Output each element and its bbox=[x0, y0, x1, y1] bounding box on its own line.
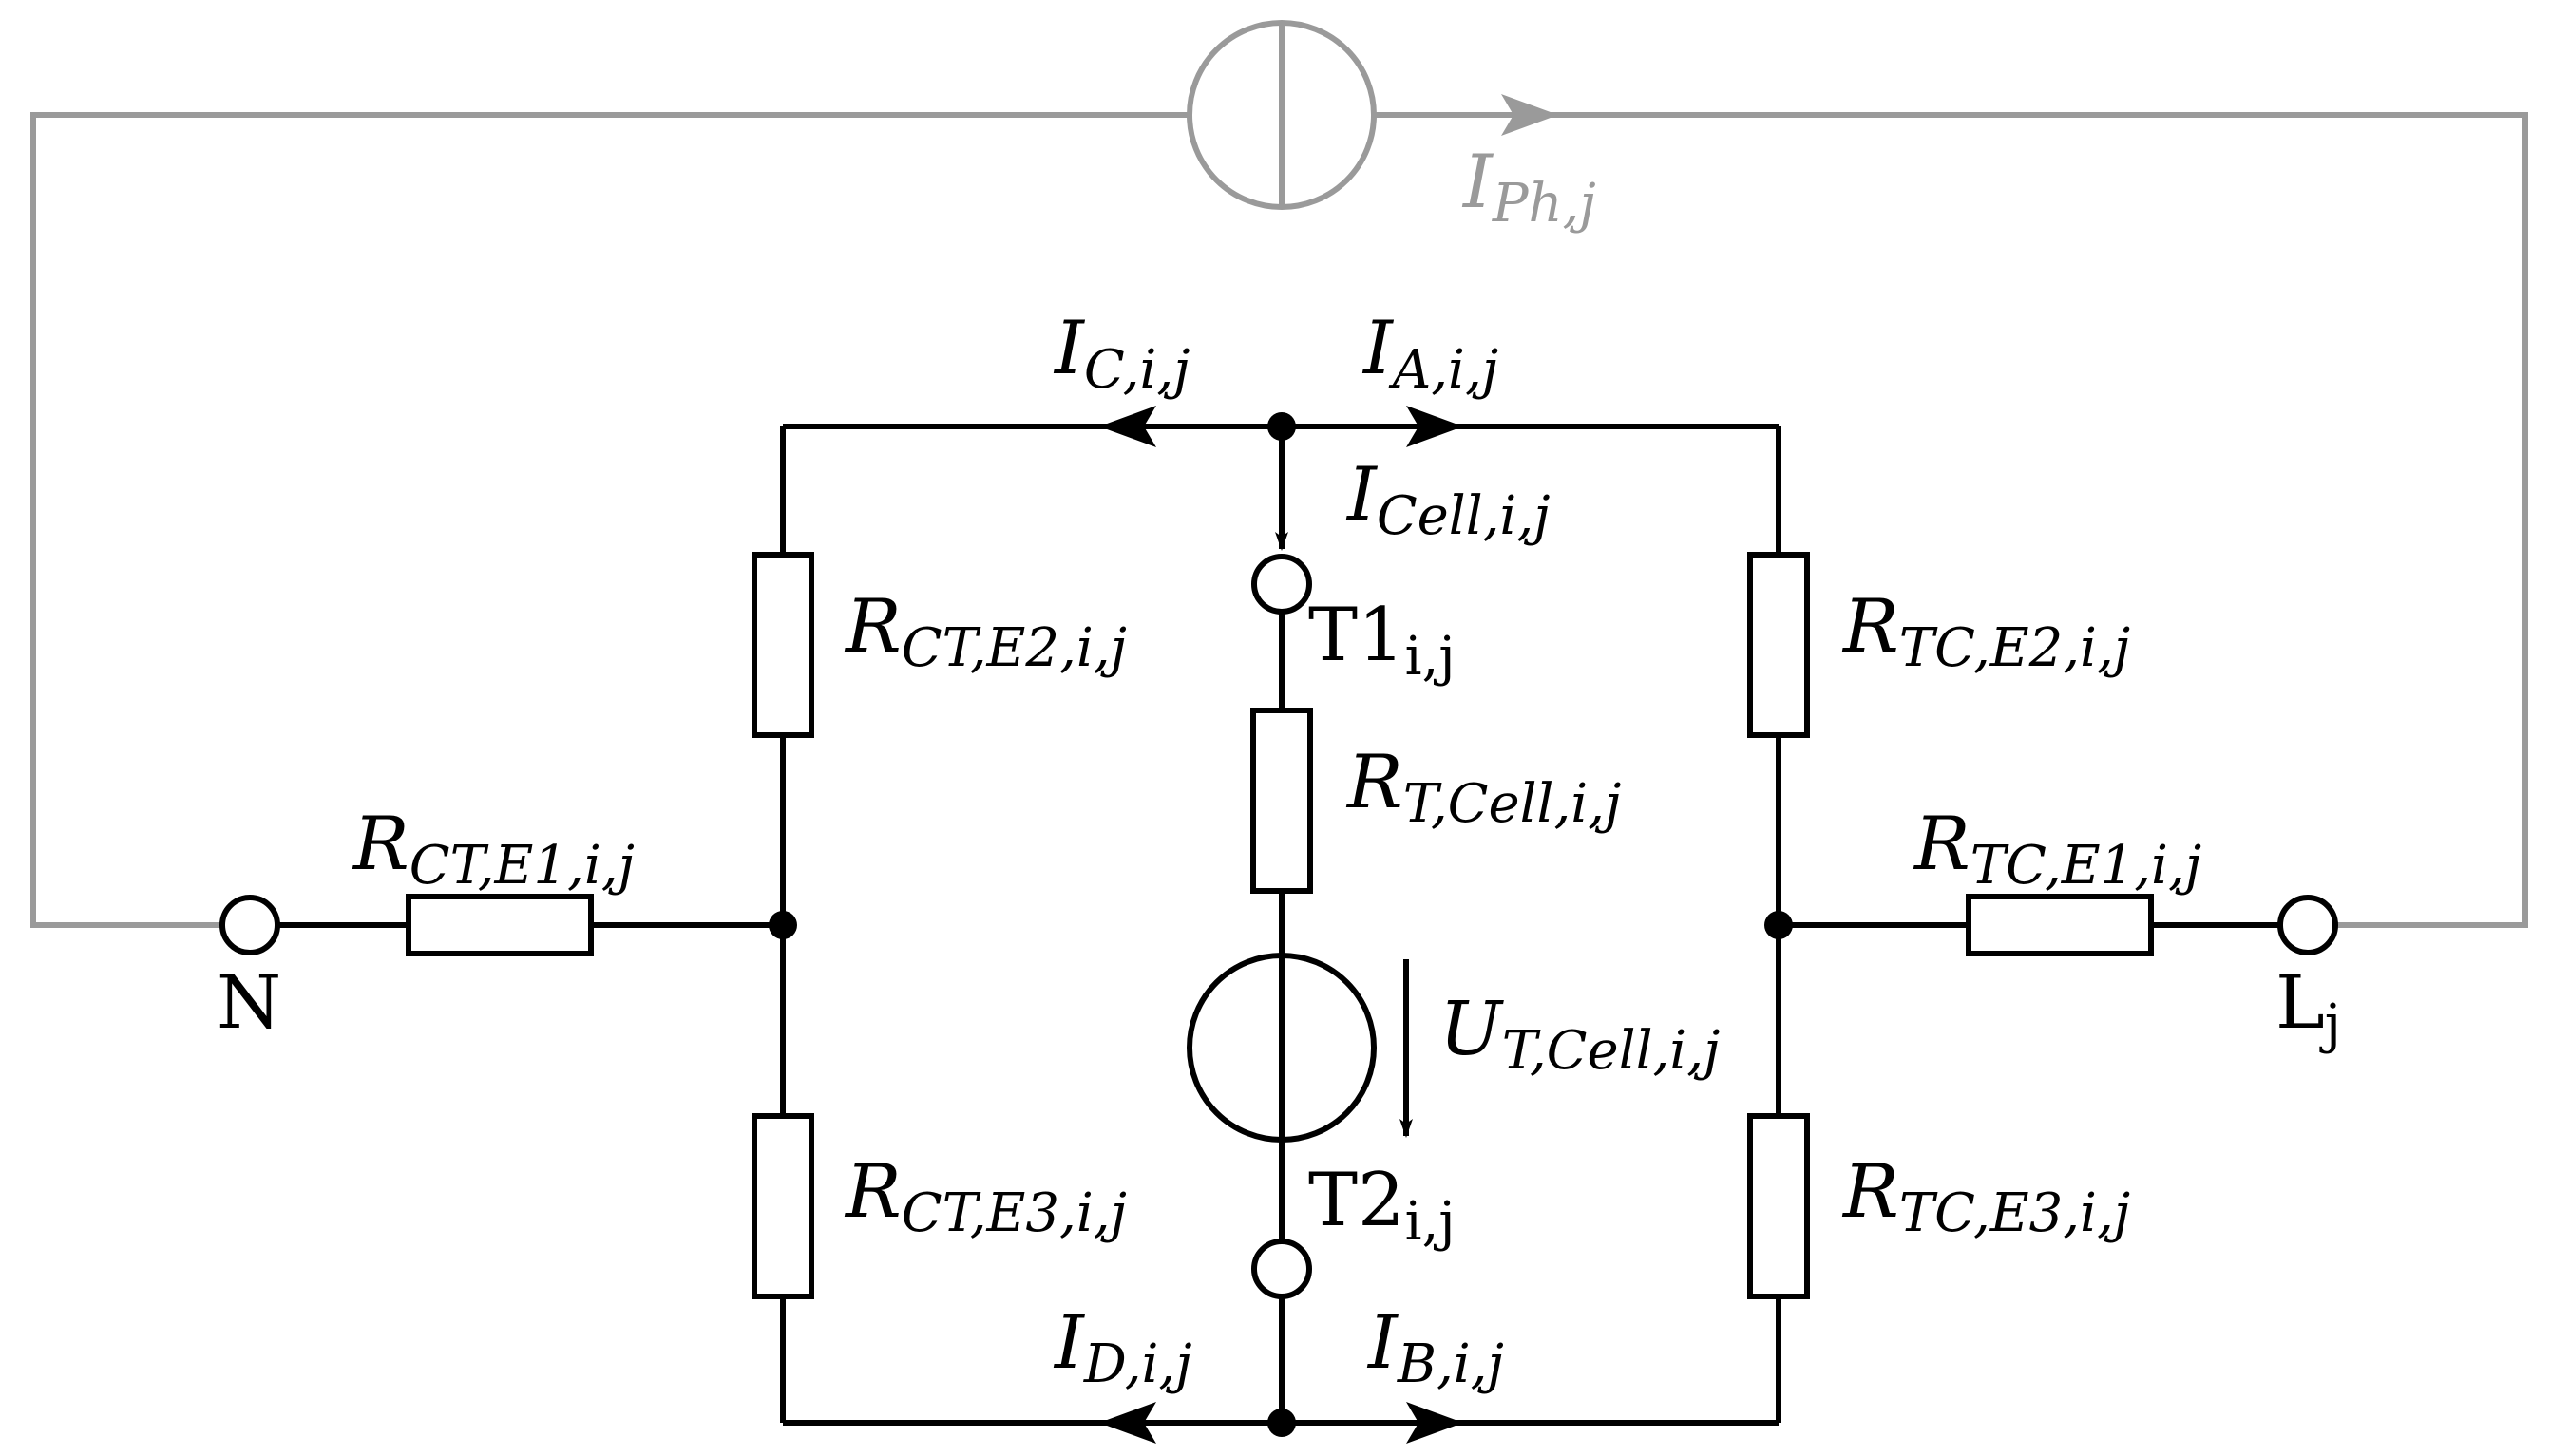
terminal-t1 bbox=[1251, 554, 1312, 615]
junction-bottom bbox=[1267, 1409, 1296, 1437]
junctions bbox=[769, 412, 1793, 1437]
label-photocurrent: IPh,j bbox=[1461, 140, 1596, 235]
label-u-t-cell: UT,Cell,i,j bbox=[1439, 987, 1720, 1082]
photocurrent-loop bbox=[30, 20, 2528, 928]
label-r-ct-e3: RCT,E3,i,j bbox=[844, 1149, 1127, 1244]
voltage-source bbox=[1187, 953, 1377, 1143]
label-r-tc-e3: RTC,E3,i,j bbox=[1841, 1149, 2130, 1244]
current-a-arrow-icon bbox=[1406, 406, 1463, 447]
label-r-ct-e1: RCT,E1,i,j bbox=[352, 802, 635, 897]
current-arrows bbox=[1099, 406, 1463, 1444]
label-current-a: IA,i,j bbox=[1361, 306, 1498, 401]
photocurrent-loop-wire-right bbox=[1375, 112, 2528, 928]
label-r-t-cell: RT,Cell,i,j bbox=[1345, 740, 1621, 835]
resistor-tc-e2 bbox=[1747, 552, 1810, 738]
terminal-l bbox=[2277, 895, 2338, 955]
photocurrent-loop-wire-left bbox=[30, 112, 1190, 928]
label-current-d: ID,i,j bbox=[1053, 1300, 1192, 1395]
resistor-tc-e1 bbox=[1966, 894, 2154, 956]
label-terminal-t1: T1i,j bbox=[1308, 593, 1456, 688]
label-terminal-l: Lj bbox=[2275, 960, 2341, 1055]
resistor-ct-e3 bbox=[752, 1113, 814, 1299]
terminals bbox=[219, 554, 2338, 1299]
label-current-b: IB,i,j bbox=[1366, 1300, 1504, 1395]
junction-right bbox=[1764, 911, 1793, 939]
label-terminal-t2: T2i,j bbox=[1308, 1158, 1456, 1253]
current-b-arrow-icon bbox=[1406, 1402, 1463, 1444]
resistor-tc-e3 bbox=[1747, 1113, 1810, 1299]
label-r-tc-e2: RTC,E2,i,j bbox=[1841, 584, 2130, 679]
label-r-tc-e1: RTC,E1,i,j bbox=[1913, 802, 2201, 897]
current-c-arrow-icon bbox=[1099, 406, 1156, 447]
resistor-ct-e2 bbox=[752, 552, 814, 738]
resistors bbox=[406, 552, 2154, 1299]
label-terminal-n: N bbox=[217, 960, 281, 1046]
label-current-cell: ICell,i,j bbox=[1345, 452, 1551, 547]
labels: IPh,j IC,i,j IA,i,j ICell,i,j ID,i,j IB,… bbox=[217, 140, 2341, 1395]
terminal-t2 bbox=[1251, 1239, 1312, 1299]
junction-left bbox=[769, 911, 797, 939]
terminal-n bbox=[219, 895, 280, 955]
label-current-c: IC,i,j bbox=[1053, 306, 1190, 401]
junction-top bbox=[1267, 412, 1296, 441]
photocurrent-arrow-icon bbox=[1501, 94, 1558, 136]
resistor-t-cell bbox=[1250, 708, 1313, 894]
resistor-ct-e1 bbox=[406, 894, 594, 956]
label-r-ct-e2: RCT,E2,i,j bbox=[844, 584, 1127, 679]
current-d-arrow-icon bbox=[1099, 1402, 1156, 1444]
